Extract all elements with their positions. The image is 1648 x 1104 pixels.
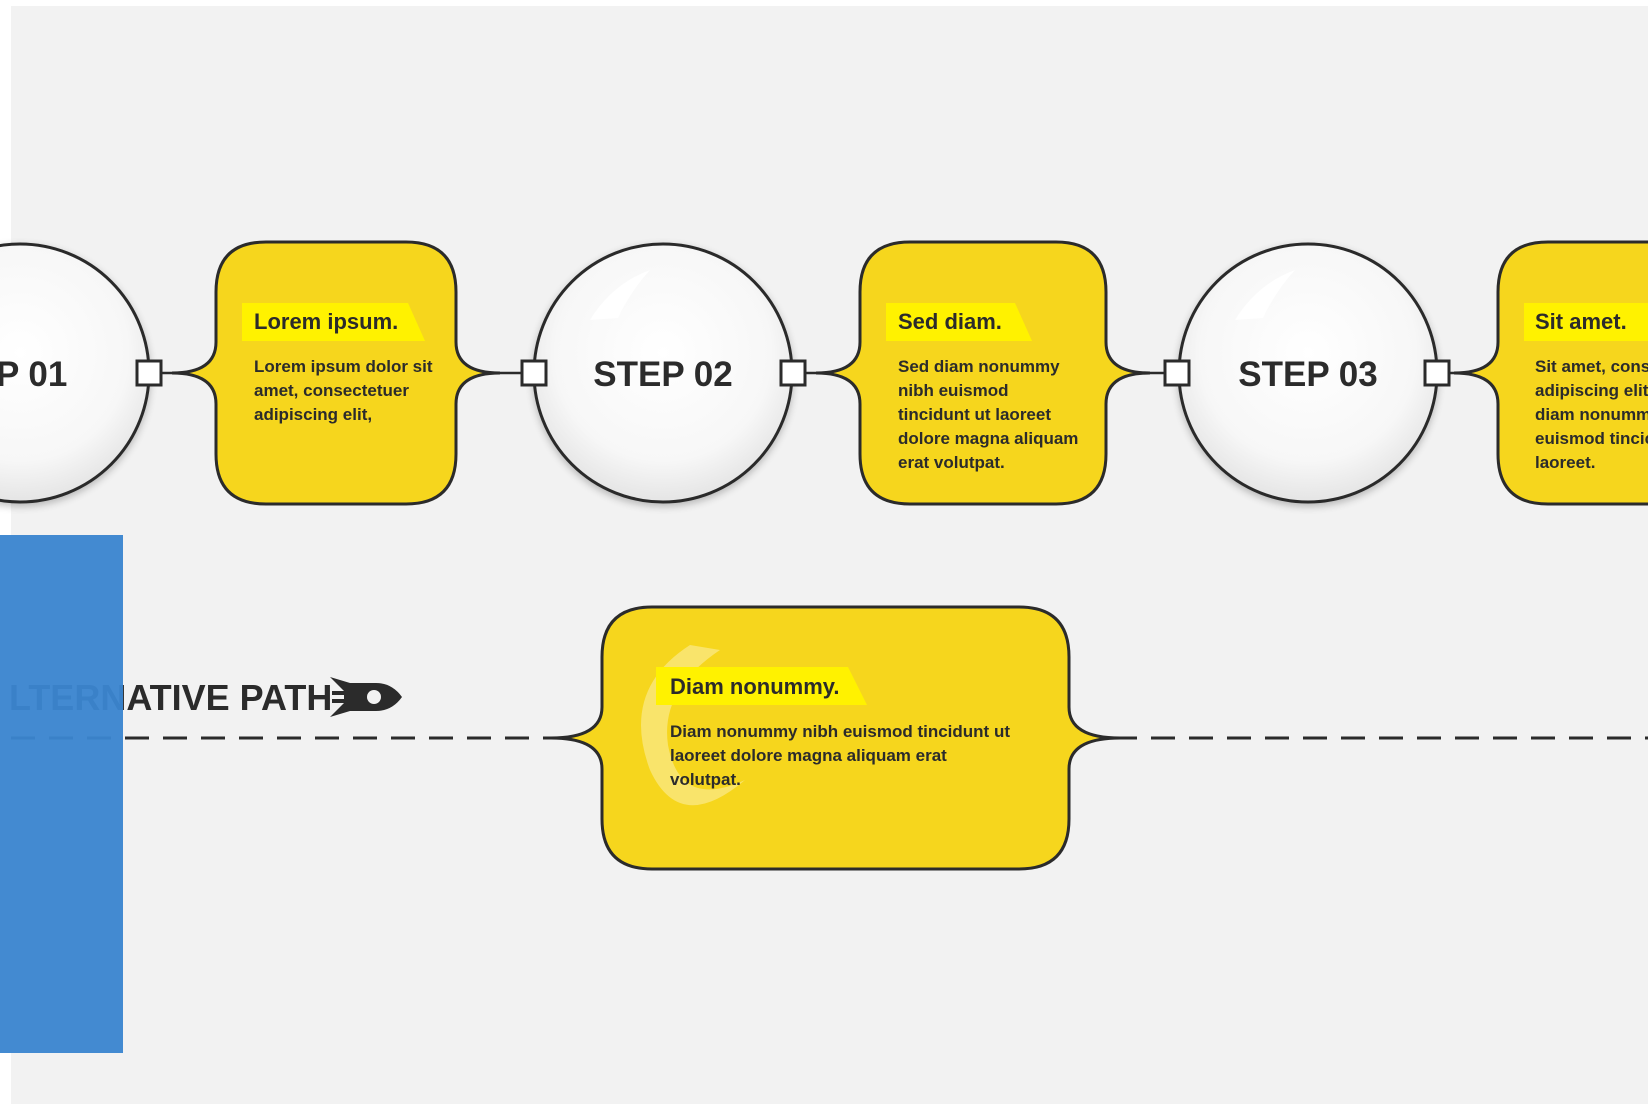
connector-square — [779, 359, 807, 387]
step-circle-02: STEP 02 — [532, 242, 794, 504]
card-line: volutpat. — [670, 770, 741, 789]
card-line: Sed diam nonummy — [898, 357, 1060, 376]
step-label: EP 01 — [0, 355, 67, 394]
card-line: adipiscing elit, — [254, 405, 372, 424]
step-circle-01: EP 01 — [0, 242, 151, 504]
title-highlight — [656, 667, 867, 705]
card-line: Diam nonummy nibh euismod tincidunt ut — [670, 722, 1010, 741]
step-circle-03: STEP 03 — [1177, 242, 1439, 504]
connector-square — [135, 359, 163, 387]
card-title: Sed diam. — [898, 309, 1002, 334]
card-line: Lorem ipsum dolor sit — [254, 357, 433, 376]
card-line: diam nonumm — [1535, 405, 1648, 424]
card-line: dolore magna aliquam — [898, 429, 1078, 448]
title-highlight — [1524, 303, 1648, 341]
card-title: Diam nonummy. — [670, 674, 840, 699]
title-highlight — [242, 303, 425, 341]
connector-square — [1163, 359, 1191, 387]
card-title: Sit amet. — [1535, 309, 1627, 334]
card-line: adipiscing elit, — [1535, 381, 1648, 400]
title-highlight — [886, 303, 1032, 341]
rocket-icon — [330, 677, 402, 717]
blue-overlay-panel — [0, 535, 123, 1053]
card-line: Sit amet, cons — [1535, 357, 1648, 376]
card-title: Lorem ipsum. — [254, 309, 398, 334]
glass-highlight — [590, 270, 650, 320]
step-label: STEP 02 — [593, 355, 732, 394]
step-label: STEP 03 — [1238, 355, 1377, 394]
info-card-2: Sed diam. Sed diam nonummy nibh euismod … — [815, 240, 1151, 506]
diagram-background — [11, 6, 1648, 1104]
connector-square — [520, 359, 548, 387]
info-card-3: Sit amet. Sit amet, cons adipiscing elit… — [1453, 240, 1648, 506]
card-line: erat volutpat. — [898, 453, 1005, 472]
card-line: tincidunt ut laoreet — [898, 405, 1051, 424]
card-line: laoreet. — [1535, 453, 1595, 472]
connector-square — [1423, 359, 1451, 387]
card-line: laoreet dolore magna aliquam erat — [670, 746, 947, 765]
card-line: nibh euismod — [898, 381, 1009, 400]
connector-nodes — [135, 359, 1451, 387]
glass-highlight — [1235, 270, 1295, 320]
alternative-card: Diam nonummy. Diam nonummy nibh euismod … — [550, 605, 1121, 871]
card-line: amet, consectetuer — [254, 381, 409, 400]
card-line: euismod tincic — [1535, 429, 1648, 448]
info-card-1: Lorem ipsum. Lorem ipsum dolor sit amet,… — [171, 240, 501, 506]
